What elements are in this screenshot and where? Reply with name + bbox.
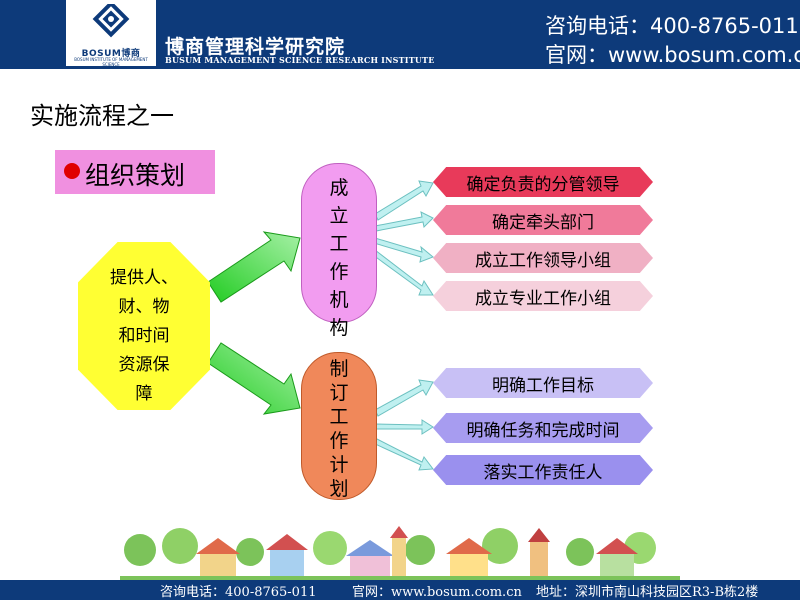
item-text: 落实工作责任人 <box>483 462 603 483</box>
header-divider <box>0 66 800 69</box>
header-website[interactable]: 官网：www.bosum.com.cn <box>545 43 800 67</box>
capsule-char: 立 <box>329 205 349 227</box>
item-assign-leader: 确定负责的分管领导 <box>433 167 653 197</box>
trees <box>124 528 656 566</box>
item-professional-group: 成立专业工作小组 <box>433 281 653 311</box>
institute-name-en: BUSUM MANAGEMENT SCIENCE RESEARCH INSTIT… <box>165 55 435 65</box>
section-label: 组织策划 <box>55 150 215 194</box>
fan-arrows-lower <box>372 379 434 471</box>
resource-octagon: 提供人、 财、物 和时间 资源保 障 <box>78 242 210 410</box>
resource-line: 和时间 <box>118 326 170 346</box>
capsule-char: 工 <box>329 233 349 255</box>
item-text: 成立工作领导小组 <box>475 250 611 271</box>
item-text: 明确任务和完成时间 <box>466 420 620 441</box>
item-text: 确定负责的分管领导 <box>466 174 620 195</box>
item-assign-responsible: 落实工作责任人 <box>433 455 653 485</box>
capsule-char: 制 <box>329 358 349 380</box>
section-label-text: 组织策划 <box>85 161 186 190</box>
item-tasks-deadlines: 明确任务和完成时间 <box>433 413 653 443</box>
capsule-char: 构 <box>329 317 349 339</box>
footer-hotline: 咨询电话：400-8765-011 <box>160 585 317 600</box>
capsule-char: 作 <box>329 261 349 283</box>
capsule-char: 成 <box>329 177 349 199</box>
logo[interactable]: BOSUM博商 BOSUM INSTITUTE OF MANAGEMENT SC… <box>66 0 156 67</box>
resource-text: 提供人、 财、物 和时间 资源保 障 <box>78 264 210 409</box>
logo-text: BOSUM博商 <box>81 49 141 59</box>
arrow-to-establish <box>207 231 301 303</box>
capsule-char: 机 <box>329 289 349 311</box>
resource-line: 提供人、 <box>110 268 178 288</box>
institute-name-cn: 博商管理科学研究院 <box>165 36 346 58</box>
item-text: 明确工作目标 <box>492 375 594 396</box>
resource-line: 财、物 <box>118 297 170 317</box>
capsule-char: 作 <box>329 430 349 452</box>
item-work-goals: 明确工作目标 <box>433 368 653 398</box>
header-hotline: 咨询电话：400-8765-011 <box>545 14 799 38</box>
work-plan-capsule: 制 订 工 作 计 划 <box>301 352 377 500</box>
capsule-char: 计 <box>329 454 349 476</box>
header-bar: BOSUM博商 BOSUM INSTITUTE OF MANAGEMENT SC… <box>0 0 800 67</box>
bullet-icon <box>64 163 80 179</box>
footer-website[interactable]: 官网：www.bosum.com.cn <box>352 585 522 600</box>
fan-arrows-upper <box>372 180 434 296</box>
item-lead-department: 确定牵头部门 <box>433 205 653 235</box>
capsule-char: 工 <box>329 406 349 428</box>
resource-line: 资源保 <box>118 355 170 375</box>
footer-address: 地址：深圳市南山科技园区R3-B栋2楼 <box>536 585 759 600</box>
item-text: 确定牵头部门 <box>492 212 594 233</box>
resource-line: 障 <box>135 384 153 404</box>
logo-subtitle: BOSUM INSTITUTE OF MANAGEMENT SCIENCE <box>74 57 148 67</box>
item-text: 成立专业工作小组 <box>475 288 611 309</box>
grass-line <box>120 576 680 580</box>
capsule-char: 订 <box>329 382 349 404</box>
establish-org-capsule: 成 立 工 作 机 构 <box>301 163 377 339</box>
capsule-char: 划 <box>329 478 349 500</box>
logo-icon <box>92 4 130 38</box>
footer-bar: 咨询电话：400-8765-011 官网：www.bosum.com.cn 地址… <box>0 580 800 600</box>
village-decoration <box>120 526 680 580</box>
item-leadership-group: 成立工作领导小组 <box>433 243 653 273</box>
slide-title: 实施流程之一 <box>30 102 174 130</box>
arrow-to-plan <box>207 342 301 415</box>
